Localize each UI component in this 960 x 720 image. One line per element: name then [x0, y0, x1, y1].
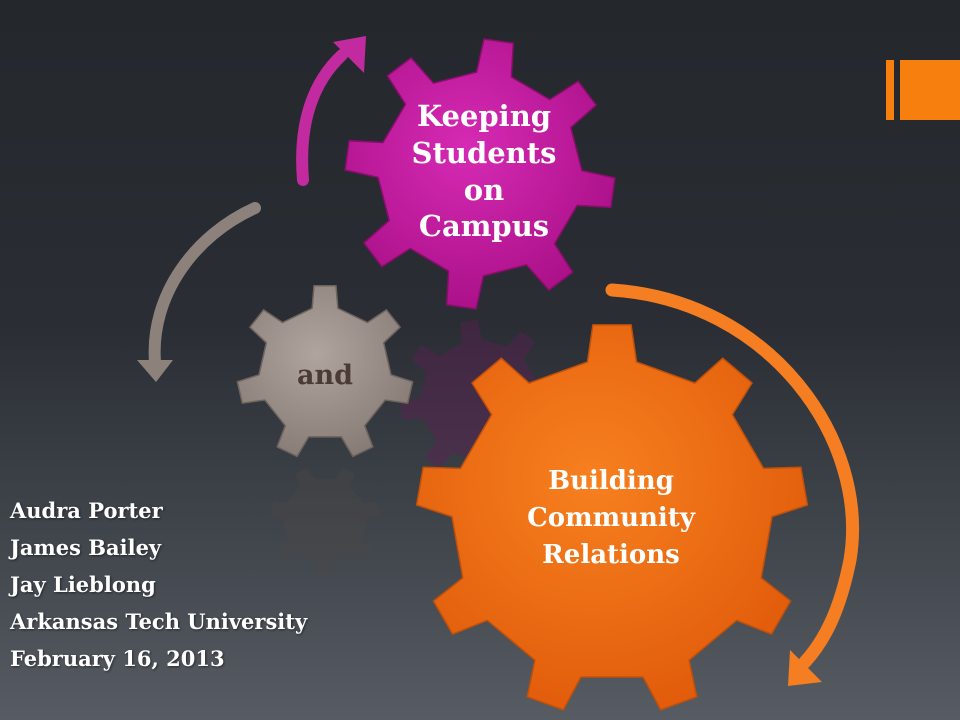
accent-bar-thick — [900, 60, 960, 120]
gear-and — [236, 284, 414, 458]
gear-keeping-students — [344, 38, 616, 310]
credit-institution: Arkansas Tech University — [10, 609, 308, 634]
gear-bottom-label-line-3: Relations — [542, 540, 680, 570]
credit-presenter-2: James Bailey — [10, 535, 162, 560]
presenter-credits: Audra Porter James Bailey Jay Lieblong A… — [10, 492, 307, 677]
accent-bar-thin — [886, 60, 894, 120]
arrowhead-magenta — [333, 36, 366, 73]
arrow-orange-curve — [605, 283, 860, 669]
credit-date: February 16, 2013 — [10, 646, 225, 671]
credit-presenter-1: Audra Porter — [10, 498, 163, 523]
gear-top-label-line-2: Students — [412, 136, 557, 170]
gear-bottom-label-line-1: Building — [548, 466, 674, 496]
arrowhead-taupe — [137, 360, 173, 382]
gear-building-community — [415, 324, 809, 711]
credit-presenter-3: Jay Lieblong — [10, 572, 156, 597]
arrow-taupe-curve — [148, 202, 261, 368]
gear-top-label-line-1: Keeping — [417, 99, 551, 133]
gear-middle-label: and — [297, 360, 353, 391]
gear-top-label-line-3: on — [464, 173, 504, 207]
gear-bottom-label-line-2: Community — [527, 503, 696, 533]
arrow-magenta-curve — [296, 49, 348, 186]
gear-top-label-line-4: Campus — [419, 209, 549, 243]
arrowhead-orange — [788, 650, 822, 686]
